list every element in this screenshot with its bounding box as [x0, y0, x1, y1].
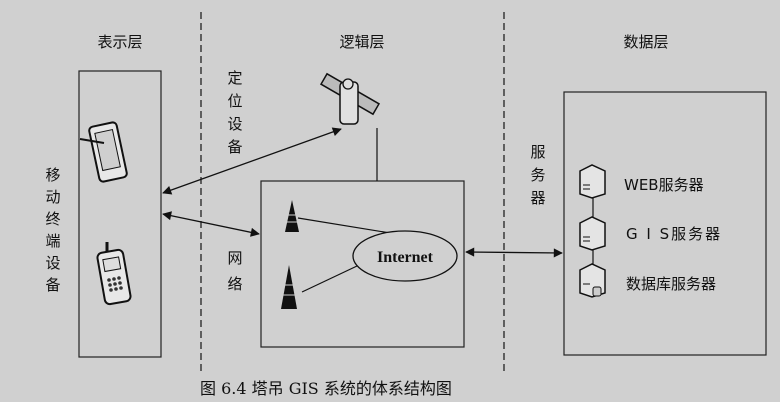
internet-label: Internet: [377, 249, 434, 266]
positioning-arrow: [162, 127, 342, 195]
server-label-gis: G I S服务器: [626, 225, 722, 243]
layer-title-logic: 逻辑层: [339, 33, 384, 51]
svg-text:器: 器: [530, 189, 545, 207]
svg-text:备: 备: [227, 138, 242, 156]
svg-text:移: 移: [45, 166, 60, 184]
pda-icon: [79, 121, 128, 183]
presentation-box: [78, 70, 162, 358]
server-icon: [579, 164, 606, 199]
svg-text:络: 络: [227, 275, 242, 293]
mobile-terminal-label: 移 动 终 端 设 备: [45, 166, 60, 294]
tower-link-line: [301, 265, 358, 293]
svg-text:设: 设: [227, 115, 242, 133]
svg-text:动: 动: [45, 188, 60, 206]
logic-box: [260, 180, 465, 348]
server-icon: [579, 216, 606, 251]
server-label-web: WEB服务器: [624, 176, 704, 194]
database-server-icon: [579, 263, 606, 298]
svg-text:位: 位: [227, 92, 242, 110]
server-arrow: [465, 247, 563, 258]
svg-text:设: 设: [45, 254, 60, 272]
cellphone-icon: [96, 242, 132, 306]
layer-title-presentation: 表示层: [97, 33, 142, 51]
internet-node: [352, 230, 458, 282]
server-label: 服 务 器: [530, 143, 545, 207]
network-label: 网 络: [227, 249, 242, 293]
tower-icon: [285, 200, 299, 232]
data-box: [563, 91, 767, 356]
svg-text:备: 备: [45, 276, 60, 294]
svg-text:网: 网: [227, 249, 242, 267]
tower-link-line: [297, 217, 391, 234]
layer-title-data: 数据层: [623, 33, 668, 51]
server-label-database: 数据库服务器: [626, 275, 716, 293]
tower-icon: [281, 265, 297, 309]
svg-text:定: 定: [227, 69, 242, 87]
svg-text:端: 端: [45, 232, 60, 250]
svg-text:务: 务: [530, 166, 545, 184]
svg-text:服: 服: [530, 143, 545, 161]
satellite-icon: [319, 72, 381, 125]
network-arrow: [162, 211, 260, 237]
svg-text:终: 终: [45, 210, 60, 228]
positioning-device-label: 定 位 设 备: [227, 69, 242, 156]
figure-caption: 图 6.4 塔吊 GIS 系统的体系结构图: [200, 379, 452, 398]
